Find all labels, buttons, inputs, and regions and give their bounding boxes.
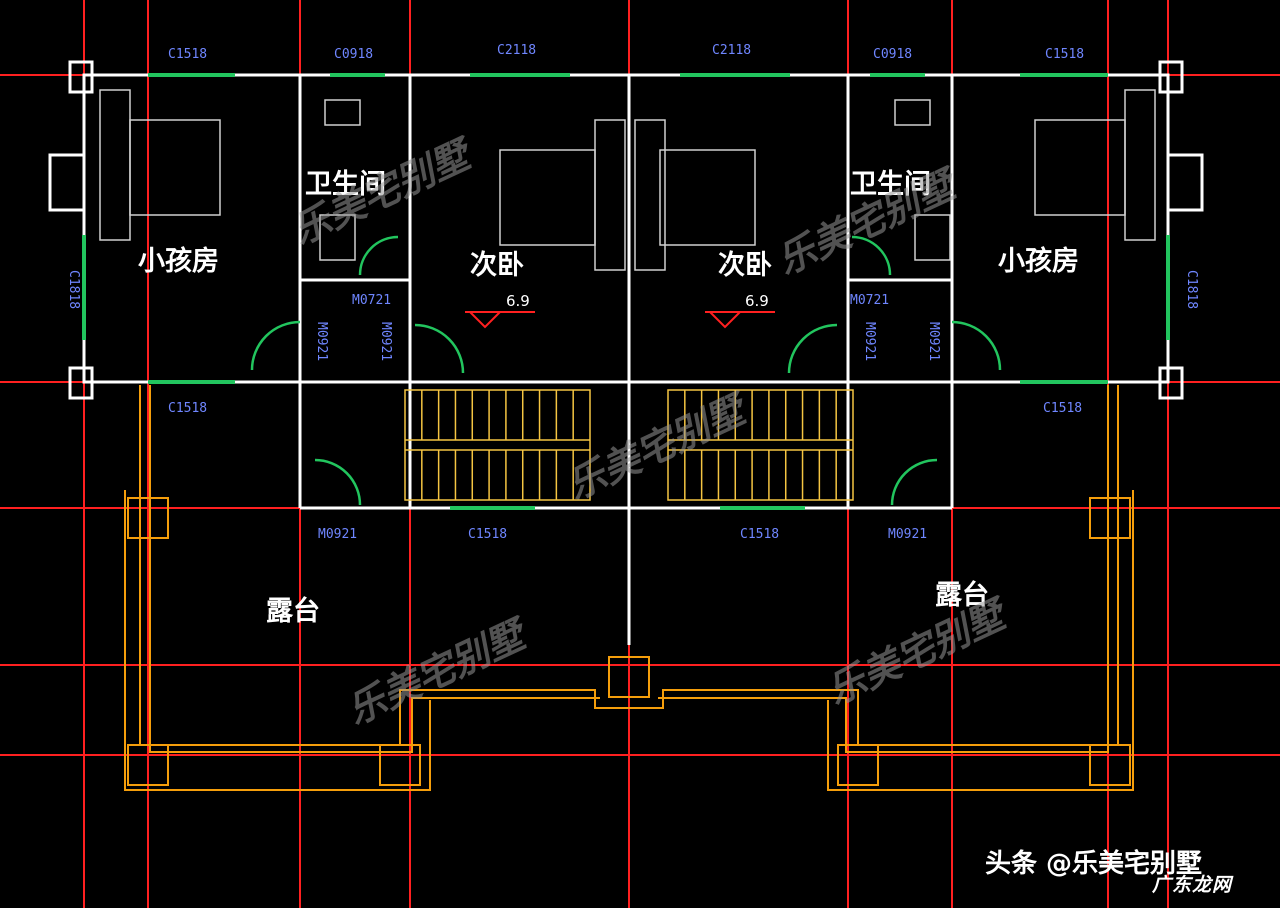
room-label-left-child: 小孩房 xyxy=(138,245,219,277)
door-code-right-m0721: M0721 xyxy=(850,293,889,308)
room-label-right-bathroom: 卫生间 xyxy=(850,169,931,200)
room-label-right-child: 小孩房 xyxy=(998,245,1079,277)
source-footer: 头条 @乐美宅别墅 xyxy=(985,849,1203,879)
window-code-top-1: C1518 xyxy=(168,47,207,62)
door-swings xyxy=(250,235,1002,506)
room-label-right-second-bedroom: 次卧 xyxy=(718,250,772,281)
window-code-bottom-right: C1518 xyxy=(740,527,779,542)
elevation-right: 6.9 xyxy=(745,292,769,310)
door-code-right-m0921-a: M0921 xyxy=(862,322,877,361)
windows xyxy=(82,73,1170,510)
furniture xyxy=(99,89,1156,271)
walls xyxy=(48,60,1204,645)
window-code-top-6: C1518 xyxy=(1045,47,1084,62)
corner-watermark: 广东龙网 xyxy=(1152,874,1233,896)
window-code-mid-right: C1518 xyxy=(1043,401,1082,416)
watermark-4: 乐美宅别墅 xyxy=(340,610,536,733)
room-label-left-second-bedroom: 次卧 xyxy=(470,250,524,281)
stairs xyxy=(404,389,854,501)
window-code-top-3: C2118 xyxy=(497,43,536,58)
window-code-right-side: C1818 xyxy=(1184,270,1199,309)
door-code-left-m0921-a: M0921 xyxy=(314,322,329,361)
elevation-left: 6.9 xyxy=(506,292,530,310)
door-code-right-m0921-b: M0921 xyxy=(926,322,941,361)
door-code-left-m0921-bottom: M0921 xyxy=(318,527,357,542)
window-code-bottom-left: C1518 xyxy=(468,527,507,542)
window-code-top-4: C2118 xyxy=(712,43,751,58)
window-code-top-5: C0918 xyxy=(873,47,912,62)
watermark-5: 乐美宅别墅 xyxy=(820,590,1016,713)
door-code-left-m0921-b: M0921 xyxy=(378,322,393,361)
window-code-left-side: C1818 xyxy=(66,270,81,309)
elevation-markers xyxy=(465,311,775,329)
door-code-left-m0721: M0721 xyxy=(352,293,391,308)
room-label-left-bathroom: 卫生间 xyxy=(305,169,386,200)
door-code-right-m0921-bottom: M0921 xyxy=(888,527,927,542)
room-label-right-terrace: 露台 xyxy=(935,579,989,611)
terrace-parapet-right xyxy=(608,385,1134,791)
terrace-parapet-left xyxy=(124,385,629,791)
window-code-top-2: C0918 xyxy=(334,47,373,62)
window-code-mid-left: C1518 xyxy=(168,401,207,416)
room-label-left-terrace: 露台 xyxy=(266,595,320,627)
